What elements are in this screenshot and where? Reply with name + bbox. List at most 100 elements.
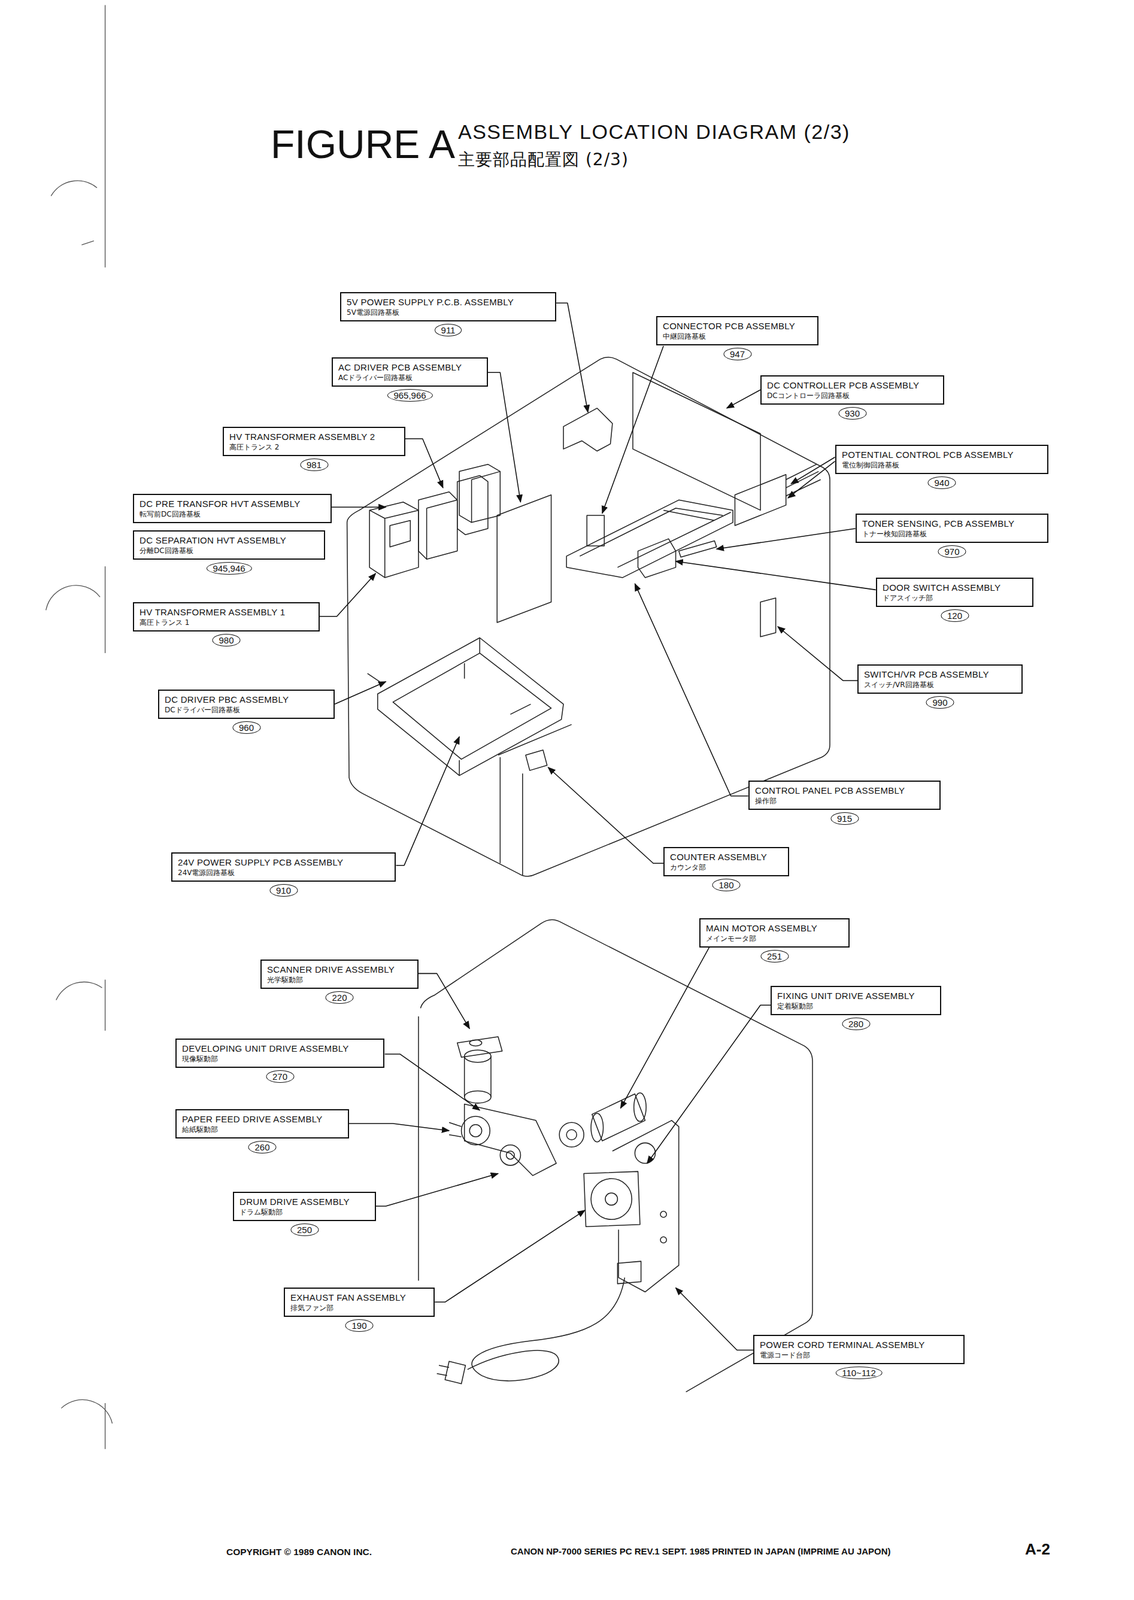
callout-number: 965,966 bbox=[386, 389, 433, 402]
pcb-parts bbox=[496, 372, 821, 771]
drawing-circle bbox=[590, 1178, 632, 1220]
part-name: AC DRIVER PCB ASSEMBLY bbox=[338, 361, 482, 374]
drawing-circle bbox=[469, 1125, 482, 1137]
callout-box: POTENTIAL CONTROL PCB ASSEMBLY電位制御回路基板94… bbox=[835, 444, 1049, 475]
callout-box: CONNECTOR PCB ASSEMBLY中継回路基板947 bbox=[656, 316, 819, 346]
drawing-path bbox=[522, 773, 524, 876]
part-name-japanese: 転写前DC回路基板 bbox=[139, 510, 326, 520]
drawing-path bbox=[790, 457, 835, 484]
part-name: SCANNER DRIVE ASSEMBLY bbox=[267, 963, 412, 976]
drawing-path bbox=[556, 302, 588, 412]
drawing-path bbox=[46, 585, 100, 611]
callout-number: 981 bbox=[299, 458, 329, 472]
drawing-path bbox=[579, 508, 731, 568]
part-name: SWITCH/VR PCB ASSEMBLY bbox=[863, 668, 1017, 681]
drawing-path bbox=[61, 1399, 112, 1424]
callout-box: DEVELOPING UNIT DRIVE ASSEMBLY現像駆動部270 bbox=[175, 1038, 385, 1069]
callout-box: PAPER FEED DRIVE ASSEMBLY給紙駆動部260 bbox=[175, 1109, 350, 1139]
part-name-japanese: 高圧トランス 1 bbox=[139, 618, 314, 629]
callout-box: FIXING UNIT DRIVE ASSEMBLY定着駆動部280 bbox=[770, 986, 942, 1016]
part-name: DEVELOPING UNIT DRIVE ASSEMBLY bbox=[182, 1042, 378, 1055]
part-name: DC DRIVER PBC ASSEMBLY bbox=[164, 693, 329, 706]
part-name-japanese: 排気ファン部 bbox=[290, 1304, 429, 1314]
drawing-circle bbox=[559, 1122, 584, 1148]
part-name: 5V POWER SUPPLY P.C.B. ASSEMBLY bbox=[346, 296, 550, 309]
drawing-path bbox=[678, 541, 717, 558]
part-name-japanese: 24V電源回路基板 bbox=[177, 868, 390, 879]
drawing-path bbox=[459, 638, 480, 776]
drawing-path bbox=[498, 724, 572, 756]
drawing-path bbox=[777, 626, 858, 681]
callout-box: TONER SENSING, PCB ASSEMBLYトナー検知回路基板970 bbox=[855, 513, 1049, 544]
callout-box: HV TRANSFORMER ASSEMBLY 1高圧トランス 1980 bbox=[132, 602, 320, 632]
drawing-path bbox=[647, 1005, 771, 1164]
part-name-japanese: 電源コード台部 bbox=[759, 1351, 958, 1361]
drawing-path bbox=[638, 538, 676, 578]
callout-number: 280 bbox=[841, 1017, 870, 1031]
part-name: HV TRANSFORMER ASSEMBLY 2 bbox=[229, 431, 399, 444]
drawing-path bbox=[349, 1123, 450, 1132]
drawing-path bbox=[392, 653, 551, 760]
hv-transformers bbox=[369, 464, 500, 578]
drawing-path bbox=[459, 464, 500, 523]
part-name: PAPER FEED DRIVE ASSEMBLY bbox=[182, 1113, 343, 1126]
callout-box: DOOR SWITCH ASSEMBLYドアスイッチ部120 bbox=[875, 577, 1034, 608]
drawing-path bbox=[487, 372, 521, 503]
drawing-path bbox=[56, 981, 103, 1000]
drawing-path bbox=[457, 475, 488, 535]
drawing bbox=[46, 5, 876, 1450]
binder-margin bbox=[46, 5, 113, 1450]
callout-number: 911 bbox=[434, 323, 463, 337]
drawing-path bbox=[787, 461, 835, 499]
drawing-path bbox=[617, 1261, 641, 1285]
drawing-path bbox=[444, 1361, 466, 1385]
part-name: 24V POWER SUPPLY PCB ASSEMBLY bbox=[177, 856, 390, 869]
drawing-circle bbox=[634, 1142, 656, 1164]
drawing-path bbox=[369, 510, 419, 578]
callout-box: COUNTER ASSEMBLYカウンタ部180 bbox=[663, 847, 790, 877]
drawing-path bbox=[464, 1104, 557, 1176]
part-name: DC SEPARATION HVT ASSEMBLY bbox=[139, 534, 319, 547]
drawing-path bbox=[471, 471, 501, 523]
callout-box: DC DRIVER PBC ASSEMBLYDCドライバー回路基板960 bbox=[158, 689, 335, 720]
callout-box: SCANNER DRIVE ASSEMBLY光学駆動部220 bbox=[260, 959, 419, 990]
callout-box: 24V POWER SUPPLY PCB ASSEMBLY24V電源回路基板91… bbox=[171, 852, 396, 882]
drawing-path bbox=[734, 474, 786, 526]
part-name: MAIN MOTOR ASSEMBLY bbox=[705, 922, 844, 935]
drawing-ellipse bbox=[464, 1050, 491, 1063]
part-name-japanese: DCドライバー回路基板 bbox=[164, 705, 329, 716]
drawing-path bbox=[563, 408, 613, 452]
part-name-japanese: ドアスイッチ部 bbox=[882, 593, 1027, 604]
subtitle-japanese: 主要部品配置図 (2/3) bbox=[458, 150, 629, 170]
part-name-japanese: 定着駆動部 bbox=[777, 1002, 935, 1012]
part-name-japanese: ACドライバー回路基板 bbox=[338, 373, 482, 384]
callout-number: 970 bbox=[937, 545, 966, 559]
part-name: TONER SENSING, PCB ASSEMBLY bbox=[862, 517, 1042, 530]
part-name-japanese: トナー検知回路基板 bbox=[862, 529, 1042, 540]
callout-number: 915 bbox=[830, 812, 859, 826]
callout-number: 251 bbox=[760, 950, 789, 963]
drawing-circle bbox=[499, 1145, 521, 1166]
part-name: POTENTIAL CONTROL PCB ASSEMBLY bbox=[841, 449, 1042, 462]
callout-box: DC CONTROLLER PCB ASSEMBLYDCコントローラ回路基板93… bbox=[760, 375, 945, 405]
callout-number: 250 bbox=[290, 1223, 319, 1237]
part-name: CONTROL PANEL PCB ASSEMBLY bbox=[755, 784, 935, 797]
callout-box: EXHAUST FAN ASSEMBLY排気ファン部190 bbox=[283, 1287, 435, 1318]
part-name-japanese: 5V電源回路基板 bbox=[346, 308, 550, 318]
drawing-path bbox=[675, 561, 876, 591]
part-name-japanese: 光学駆動部 bbox=[267, 975, 412, 986]
drawing-path bbox=[632, 372, 761, 511]
drawing-path bbox=[457, 1037, 503, 1058]
drawing-ellipse bbox=[469, 1039, 482, 1046]
drawing-path bbox=[81, 240, 94, 245]
drawing-path bbox=[583, 1171, 641, 1227]
callout-number: 990 bbox=[925, 696, 954, 709]
drawing-path bbox=[104, 5, 106, 268]
drawing-path bbox=[499, 757, 502, 864]
part-name-japanese: 分離DC回路基板 bbox=[139, 546, 319, 557]
drawing-path bbox=[726, 389, 761, 409]
callout-box: MAIN MOTOR ASSEMBLYメインモータ部251 bbox=[699, 918, 850, 948]
part-name-japanese: 現像駆動部 bbox=[182, 1054, 378, 1065]
part-name: DC PRE TRANSFOR HVT ASSEMBLY bbox=[139, 498, 326, 511]
drawing-path bbox=[426, 499, 458, 560]
